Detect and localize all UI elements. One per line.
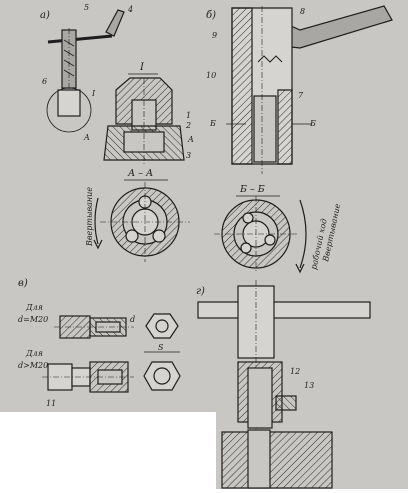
callout-8: 8 bbox=[300, 7, 305, 16]
detail-big-mark: I bbox=[139, 62, 145, 73]
callout-6: 6 bbox=[42, 77, 47, 86]
callout-1: 1 bbox=[186, 111, 191, 120]
cut-mark-b-right: Б bbox=[309, 119, 316, 128]
size-label-le-m20: d=M20 bbox=[18, 315, 48, 324]
callout-13: 13 bbox=[304, 381, 314, 390]
fig-g-label: г) bbox=[196, 286, 205, 297]
for-label-2: Для bbox=[25, 349, 43, 358]
callout-5: 5 bbox=[84, 3, 89, 12]
fig-a-label: а) bbox=[40, 10, 50, 21]
figure-v-stud-drivers: в) Для d=M20 d Для d>M20 11 S bbox=[18, 278, 181, 408]
rotation-label-left: Ввертывание bbox=[85, 187, 94, 247]
callout-11: 11 bbox=[46, 399, 56, 408]
callout-3: 3 bbox=[186, 151, 191, 160]
figure-g-tee-driver: г) 12 13 bbox=[196, 280, 371, 489]
section-bb-title: Б – Б bbox=[239, 184, 265, 195]
fig-v-label: в) bbox=[18, 278, 28, 289]
detail-I-section: I 1 2 3 A A bbox=[83, 62, 194, 166]
callout-4: 4 bbox=[127, 5, 133, 14]
blank-corner bbox=[0, 412, 216, 489]
detail-mark-I: I bbox=[91, 89, 96, 98]
figure-a-handle-driver: а) 4 5 6 I bbox=[40, 3, 133, 133]
section-aa: А – А Ввертывание bbox=[85, 168, 190, 262]
callout-10: 10 bbox=[206, 71, 216, 80]
section-aa-title: А – А bbox=[127, 168, 153, 179]
callout-12: 12 bbox=[290, 367, 300, 376]
cut-mark-a-right: A bbox=[187, 135, 194, 144]
dim-s: S bbox=[158, 343, 164, 352]
dim-d: d bbox=[130, 315, 135, 324]
figure-b-wrench-driver: б) 8 9 10 7 Б Б bbox=[206, 5, 393, 174]
for-label-1: Для bbox=[25, 303, 43, 312]
size-label-gt-m20: d>M20 bbox=[18, 361, 48, 370]
cut-mark-b-left: Б bbox=[209, 119, 216, 128]
callout-2: 2 bbox=[185, 121, 191, 130]
fig-b-label: б) bbox=[206, 10, 216, 21]
cut-mark-a-left: A bbox=[83, 133, 90, 142]
callout-7: 7 bbox=[298, 91, 304, 100]
callout-9: 9 bbox=[212, 31, 217, 40]
